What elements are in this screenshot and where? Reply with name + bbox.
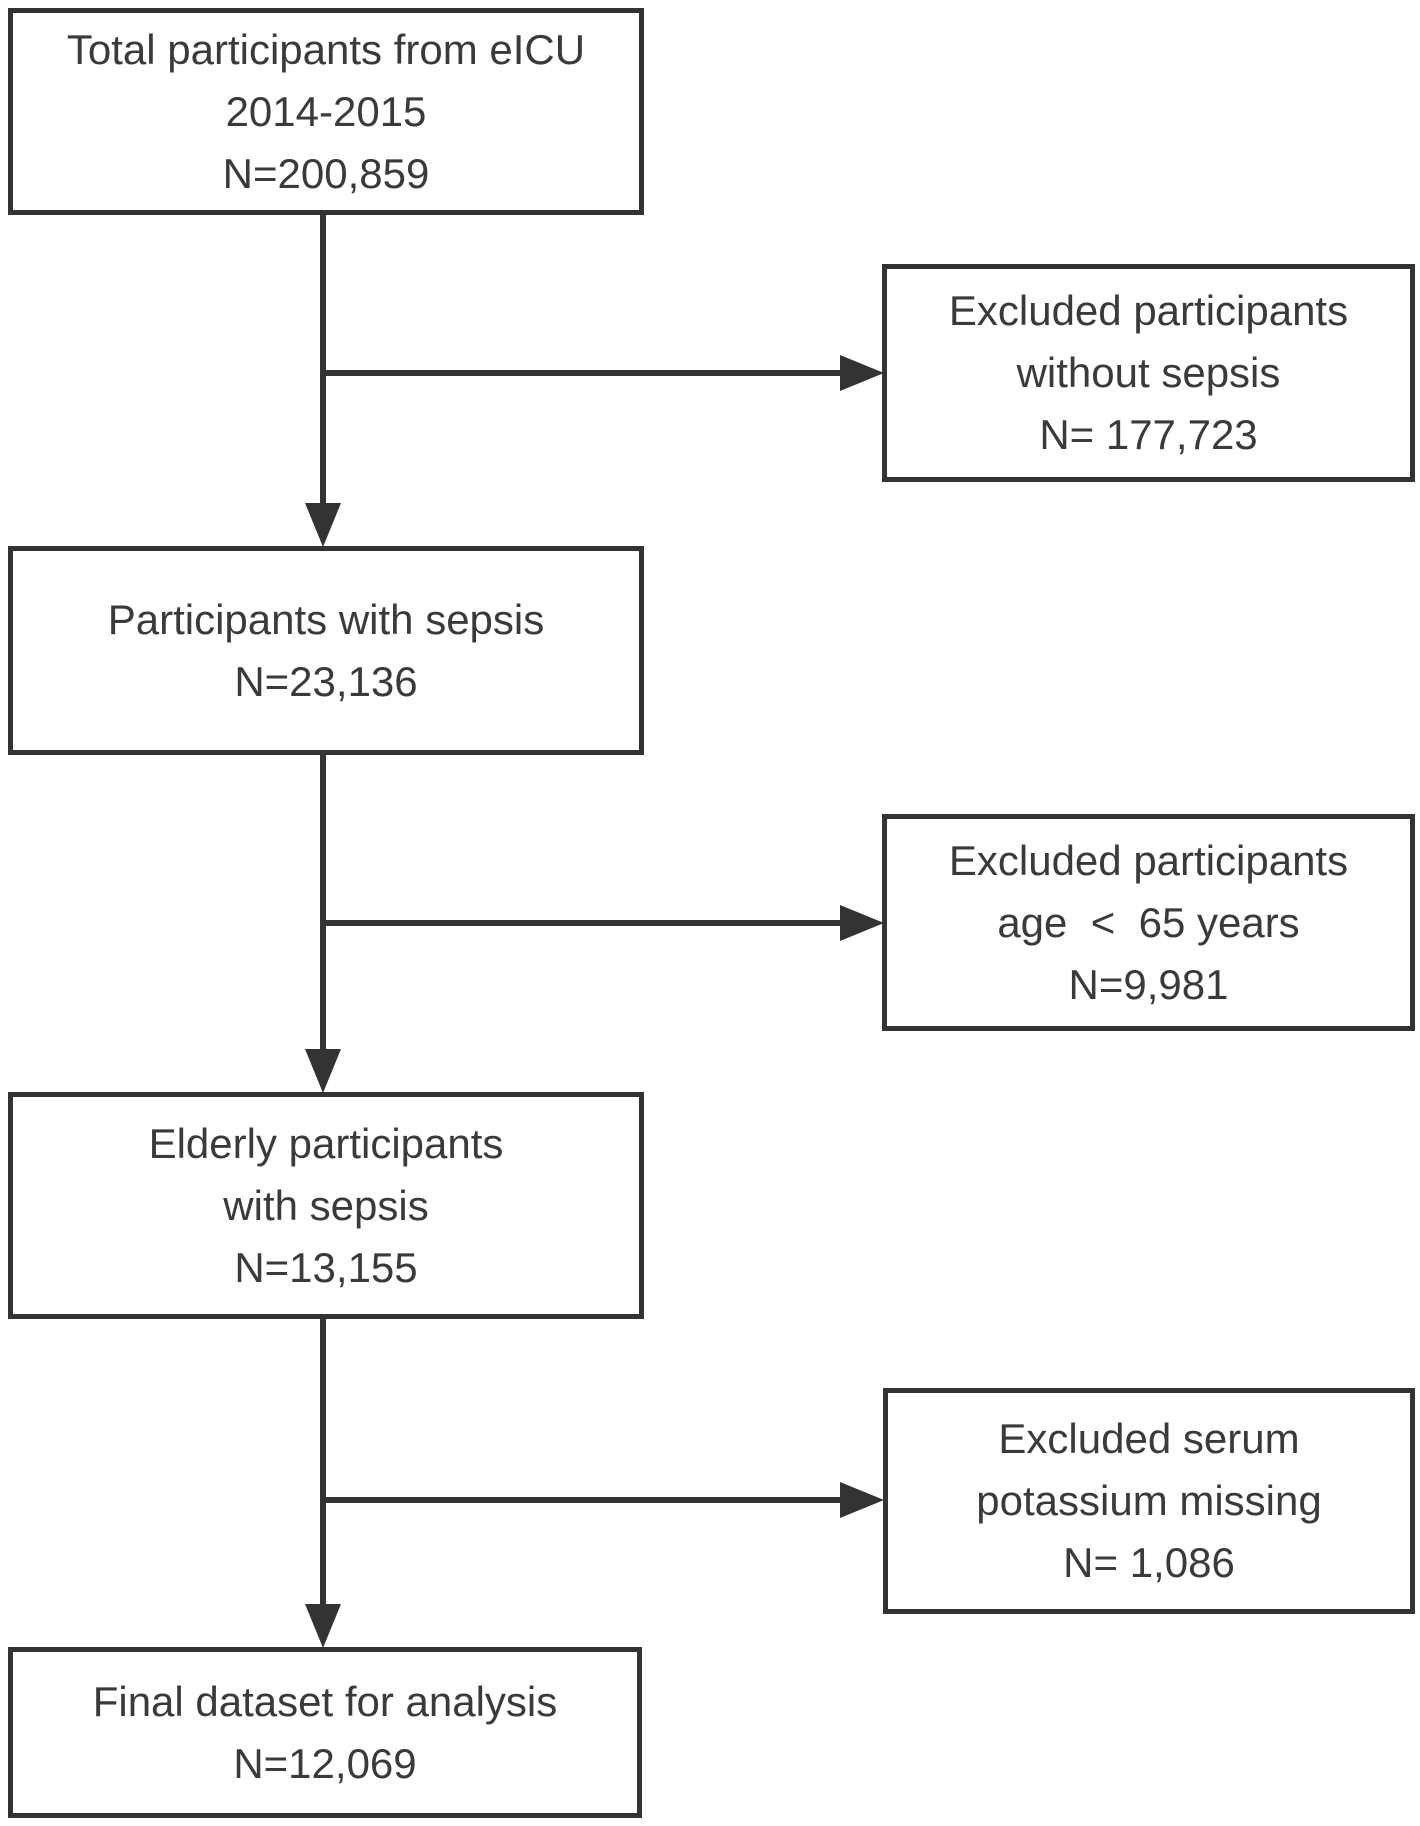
box-text-line: Total participants from eICU bbox=[66, 25, 586, 73]
connector-line-branch-no-sepsis bbox=[322, 370, 842, 376]
arrowhead-right-icon bbox=[840, 905, 884, 941]
box-text-line: Final dataset for analysis bbox=[92, 1677, 558, 1725]
box-text-line: age < 65 years bbox=[997, 898, 1300, 946]
connector-line-branch-age bbox=[322, 920, 842, 926]
connector-line-sepsis-to-elderly bbox=[320, 754, 326, 1050]
flow-box-elderly-with-sepsis: Elderly participants with sepsis N=13,15… bbox=[8, 1092, 644, 1319]
box-text-line: N=13,155 bbox=[234, 1243, 418, 1291]
arrowhead-down-icon bbox=[305, 503, 341, 547]
box-text-line: with sepsis bbox=[223, 1181, 429, 1229]
connector-line-branch-potassium bbox=[322, 1497, 842, 1503]
arrowhead-right-icon bbox=[840, 1482, 884, 1518]
flow-box-excluded-without-sepsis: Excluded participants without sepsis N= … bbox=[882, 264, 1415, 482]
flow-box-excluded-potassium-missing: Excluded serum potassium missing N= 1,08… bbox=[883, 1388, 1415, 1614]
box-text-line: Excluded serum bbox=[998, 1415, 1300, 1462]
box-text-line: N= 1,086 bbox=[1063, 1539, 1235, 1586]
box-text-line: N=23,136 bbox=[234, 657, 418, 705]
box-text-line: Excluded participants bbox=[948, 287, 1349, 334]
flow-box-participants-with-sepsis: Participants with sepsis N=23,136 bbox=[8, 546, 644, 755]
box-text-line: 2014-2015 bbox=[225, 87, 427, 135]
box-text-line: Elderly participants bbox=[148, 1119, 504, 1167]
box-text-line: N=12,069 bbox=[233, 1739, 417, 1787]
flow-box-excluded-age: Excluded participants age < 65 years N=9… bbox=[882, 814, 1415, 1031]
box-text-line: N=200,859 bbox=[222, 149, 430, 197]
flow-box-final-dataset: Final dataset for analysis N=12,069 bbox=[8, 1647, 642, 1818]
arrowhead-right-icon bbox=[840, 355, 884, 391]
box-text-line: Excluded participants bbox=[948, 836, 1349, 884]
box-text-line: Participants with sepsis bbox=[107, 595, 545, 643]
connector-line-elderly-to-final bbox=[320, 1317, 326, 1605]
flow-box-total-participants: Total participants from eICU 2014-2015 N… bbox=[8, 8, 644, 215]
box-text-line: potassium missing bbox=[976, 1477, 1322, 1524]
connector-line-total-to-sepsis bbox=[320, 214, 326, 506]
arrowhead-down-icon bbox=[305, 1049, 341, 1093]
arrowhead-down-icon bbox=[305, 1604, 341, 1648]
box-text-line: N=9,981 bbox=[1068, 960, 1229, 1008]
box-text-line: N= 177,723 bbox=[1039, 411, 1258, 458]
box-text-line: without sepsis bbox=[1016, 349, 1281, 396]
